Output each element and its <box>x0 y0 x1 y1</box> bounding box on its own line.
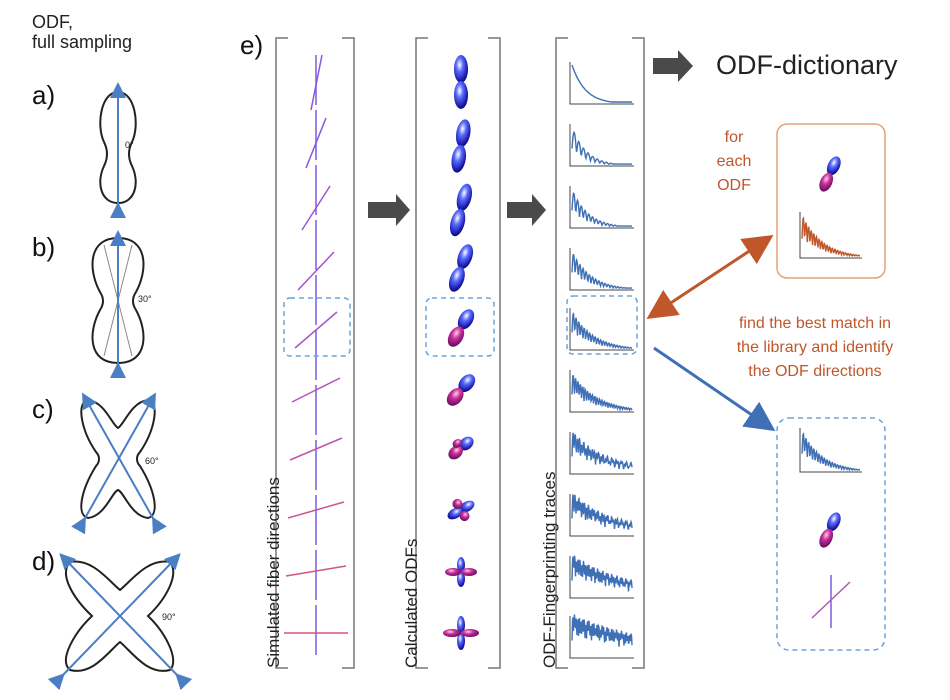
panel-d-letter: d) <box>32 546 56 576</box>
for-each-line1: for <box>724 129 744 146</box>
odf-column-label: Calculated ODFs <box>402 538 421 668</box>
for-each-line3: ODF <box>717 177 751 194</box>
orange-trace-plot <box>799 212 862 259</box>
trace-8 <box>569 494 634 537</box>
fiber-column-label: Simulated fiber directions <box>264 477 283 668</box>
panel-c-odf <box>71 392 167 535</box>
trace-3 <box>569 186 634 229</box>
result-trace-plot <box>799 428 862 473</box>
gray-arrow-2 <box>507 194 546 226</box>
fiber-directions <box>284 54 348 660</box>
best-match-line3: the ODF directions <box>748 363 882 380</box>
trace-2 <box>569 124 634 167</box>
best-match-text: find the best match in the library and i… <box>700 312 930 384</box>
panel-b-letter: b) <box>32 232 56 262</box>
panel-c-angle: 60° <box>145 456 159 466</box>
trace-1 <box>569 62 634 105</box>
trace-9 <box>569 555 634 599</box>
highlight-row <box>283 295 638 357</box>
best-match-line1: find the best match in <box>738 315 892 332</box>
panel-d-odf <box>47 553 193 691</box>
for-each-line2: each <box>716 153 752 170</box>
best-match-line2: the library and identify <box>736 339 894 356</box>
dictionary-label: ODF-dictionary <box>716 50 898 80</box>
trace-4 <box>569 248 634 291</box>
result-box <box>776 417 886 651</box>
for-each-text: for each ODF <box>696 126 772 198</box>
traces-column-label: ODF-Fingerprinting traces <box>540 471 559 668</box>
trace-7 <box>569 432 634 475</box>
panel-b-odf <box>91 230 145 378</box>
column-brackets <box>275 37 645 669</box>
panel-a-letter: a) <box>32 80 56 110</box>
trace-10 <box>569 614 634 659</box>
for-each-box <box>776 123 886 279</box>
panel-c-letter: c) <box>32 394 54 424</box>
gray-arrow-3 <box>653 50 693 82</box>
result-trace <box>799 428 862 473</box>
result-arrow <box>653 346 776 432</box>
left-heading: ODF, full sampling <box>32 12 132 52</box>
calculated-odfs <box>443 55 479 650</box>
trace-6 <box>569 370 634 413</box>
orange-trace <box>799 212 862 259</box>
panel-e-letter: e) <box>240 30 264 60</box>
left-heading-line2: full sampling <box>32 32 133 52</box>
left-heading-line1: ODF, <box>32 12 74 32</box>
fingerprinting-traces <box>569 62 634 659</box>
panel-a-angle: 0° <box>125 140 134 150</box>
match-double-arrow <box>646 235 774 319</box>
panel-d-angle: 90° <box>162 612 176 622</box>
trace-5 <box>569 308 634 351</box>
panel-a-odf <box>99 82 137 218</box>
panel-b-angle: 30° <box>138 294 152 304</box>
gray-arrow-1 <box>368 194 410 226</box>
